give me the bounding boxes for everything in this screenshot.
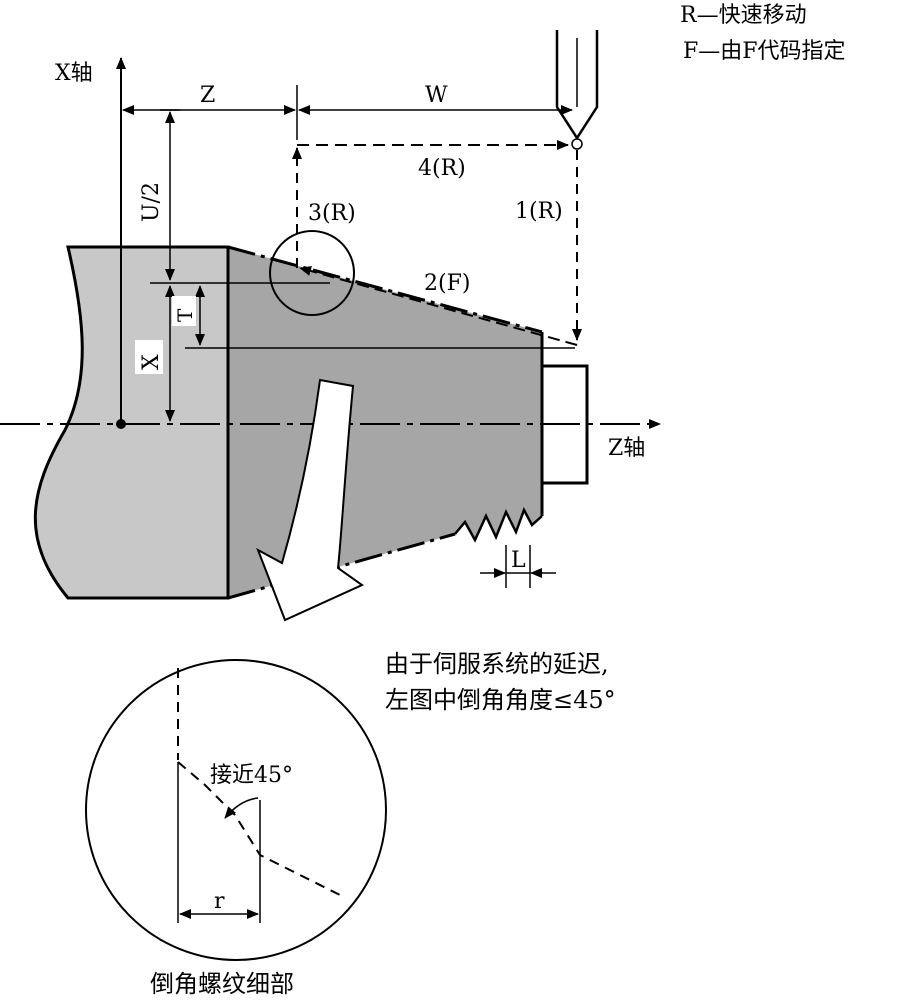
path-2-feed bbox=[299, 266, 578, 346]
servo-delay-note-line2: 左图中倒角角度≤45° bbox=[385, 686, 616, 714]
t-dimension-label: T bbox=[173, 308, 197, 322]
path-step-3-label: 3(R) bbox=[308, 201, 356, 226]
taper-top-edge bbox=[227, 245, 543, 334]
path-step-2-label: 2(F) bbox=[424, 271, 470, 296]
x-axis-label: X轴 bbox=[55, 61, 93, 86]
u-half-dimension-label: U/2 bbox=[139, 182, 164, 222]
thread-profile bbox=[454, 506, 543, 543]
detail-caption: 倒角螺纹细部 bbox=[150, 970, 294, 998]
detail-chamfer-path bbox=[177, 761, 341, 896]
servo-delay-note-line1: 由于伺服系统的延迟, bbox=[385, 650, 609, 678]
w-dimension-label: W bbox=[425, 83, 448, 108]
taper-bottom-edge bbox=[227, 532, 456, 600]
legend-feed: F—由F代码指定 bbox=[683, 39, 846, 64]
r-dimension-label: r bbox=[214, 889, 225, 914]
detail-angle-label: 接近45° bbox=[210, 763, 293, 788]
legend-rapid: R—快速移动 bbox=[680, 3, 807, 28]
path-step-1-label: 1(R) bbox=[515, 199, 563, 224]
rotation-arrow bbox=[256, 378, 364, 622]
workpiece-taper bbox=[228, 247, 542, 598]
detail-view-circle bbox=[85, 659, 387, 961]
z-axis-label: Z轴 bbox=[608, 436, 645, 461]
l-dimension-label: L bbox=[511, 548, 526, 573]
tool-tip-point bbox=[571, 138, 583, 150]
detail-angle-arc bbox=[224, 797, 259, 819]
cutting-tool bbox=[555, 30, 599, 141]
detail-marker-circle bbox=[269, 230, 355, 316]
x-dimension-label: X bbox=[139, 354, 164, 370]
workpiece-cylinder bbox=[33, 245, 230, 600]
path-step-4-label: 4(R) bbox=[418, 156, 466, 181]
origin-point bbox=[116, 419, 126, 429]
z-dimension-label: Z bbox=[200, 83, 215, 108]
